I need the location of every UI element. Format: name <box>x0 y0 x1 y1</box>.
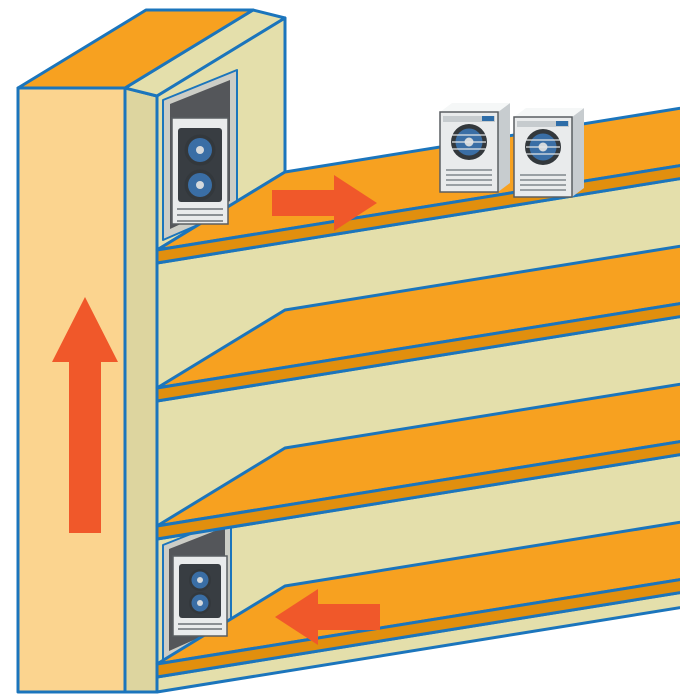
airflow-right-arrow <box>272 175 377 231</box>
fan-hub-icon <box>197 600 203 606</box>
tower-front-strip <box>123 86 159 694</box>
airflow-up-arrow <box>52 297 118 533</box>
floor-slab-3 <box>155 382 680 541</box>
ac-unit-bottom-doorway <box>172 555 228 637</box>
ac-unit-top-doorway <box>171 117 229 225</box>
fan-hub-icon <box>196 181 204 189</box>
floor-3-front-edge <box>155 440 680 541</box>
ac-unit-rooftop-right <box>513 107 585 198</box>
floor-4-front-edge <box>155 578 680 679</box>
floor-slab-4 <box>155 520 680 679</box>
fan-hub-icon <box>197 577 203 583</box>
floor-slab-2 <box>155 244 680 403</box>
fan-hub-icon <box>196 146 204 154</box>
floor-2-front-edge <box>155 302 680 403</box>
airflow-left-arrow <box>275 589 380 645</box>
ac-unit-rooftop-left <box>439 102 511 193</box>
